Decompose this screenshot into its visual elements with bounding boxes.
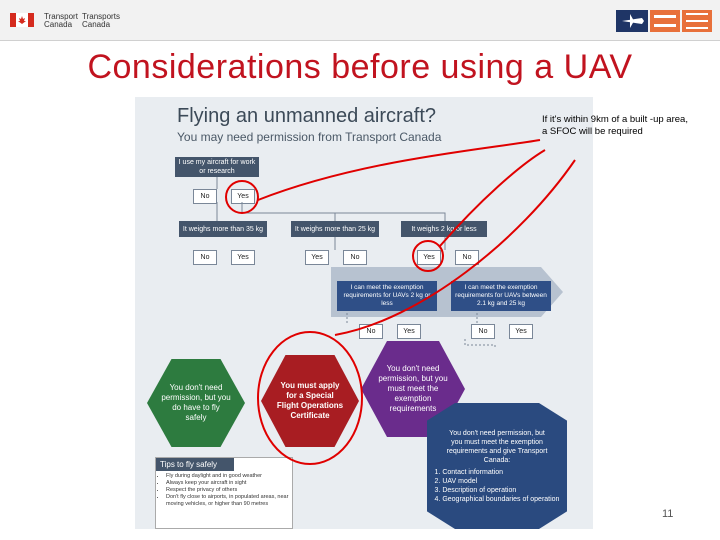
org-name-fr-line2: Canada — [82, 20, 111, 29]
org-name-en-line2: Canada — [44, 20, 73, 29]
answer-yes: Yes — [305, 250, 329, 265]
exemption-box-25kg: I can meet the exemption requirements fo… — [451, 281, 551, 311]
answer-no: No — [193, 189, 217, 204]
org-name-fr: Transports Canada — [82, 13, 120, 29]
answer-yes: Yes — [509, 324, 533, 339]
tip-item: Respect the privacy of others — [166, 487, 292, 494]
safety-tips-box: Tips to fly safely Fly during daylight a… — [155, 457, 293, 529]
org-name-en: Transport Canada — [44, 13, 78, 29]
header-bar: Transport Canada Transports Canada — [0, 0, 720, 40]
answer-no: No — [193, 250, 217, 265]
canada-flag-icon — [10, 13, 34, 27]
notify-item: 3. Description of operation — [434, 486, 517, 494]
outcome-fly-safely-text: You don't need permission, but you do ha… — [161, 383, 231, 422]
uav-flowchart-poster: Flying an unmanned aircraft? You may nee… — [135, 97, 593, 529]
answer-yes: Yes — [231, 250, 255, 265]
outcome-notify-text: You don't need permission, but you must … — [446, 429, 548, 464]
answer-no: No — [359, 324, 383, 339]
tip-item: Fly during daylight and in good weather — [166, 473, 292, 480]
answer-yes: Yes — [397, 324, 421, 339]
safety-tips-list: Fly during daylight and in good weather … — [156, 473, 292, 508]
weight-box-35kg: It weighs more than 35 kg — [179, 221, 267, 237]
poster-title: Flying an unmanned aircraft? — [177, 105, 437, 127]
answer-no: No — [471, 324, 495, 339]
tip-item: Always keep your aircraft in sight — [166, 480, 292, 487]
tip-item: Don't fly close to airports, in populate… — [166, 494, 292, 508]
safety-tips-heading: Tips to fly safely — [156, 458, 234, 471]
outcome-exemption-text: You don't need permission, but you must … — [378, 364, 448, 413]
notify-item: 1. Contact information — [434, 468, 504, 476]
callout-note: If it's within 9km of a built -up area, … — [542, 114, 688, 137]
notify-item: 4. Geographical boundaries of operation — [434, 495, 560, 503]
notify-item: 2. UAV model — [434, 477, 478, 485]
org-name-fr-line1: Transports — [82, 12, 120, 21]
transport-logo-icon — [616, 10, 712, 32]
question-box: I use my aircraft for work or research — [175, 157, 259, 177]
page-number: 11 — [662, 508, 674, 520]
outcome-sfoc-text: You must apply for a Special Flight Oper… — [276, 381, 344, 420]
org-name-en-line1: Transport — [44, 12, 78, 21]
exemption-box-2kg: I can meet the exemption requirements fo… — [337, 281, 437, 311]
slide-title: Considerations before using a UAV — [87, 48, 633, 86]
outcome-notify: You don't need permission, but you must … — [427, 403, 567, 529]
header-divider — [0, 40, 720, 41]
outcome-notify-list: 1. Contact information 2. UAV model 3. D… — [435, 468, 560, 504]
